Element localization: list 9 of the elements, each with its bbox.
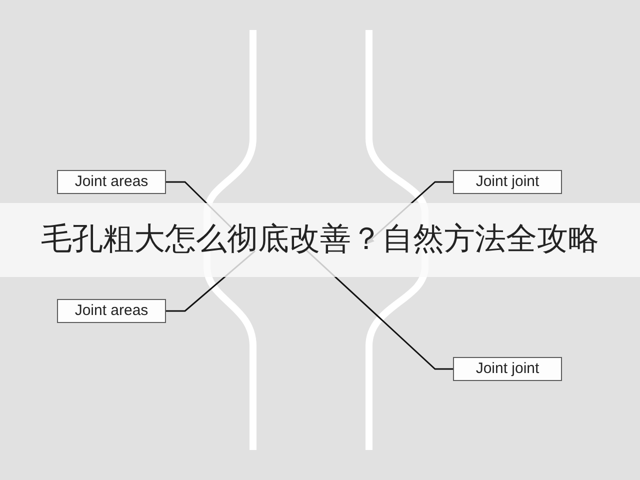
label-box xyxy=(57,299,166,323)
label-box xyxy=(453,357,562,381)
part-label: Joint joint xyxy=(476,360,540,378)
part-label: Joint joint xyxy=(476,174,540,190)
label-box xyxy=(453,170,562,194)
part-label: Joint areas xyxy=(74,302,148,320)
label-box xyxy=(57,170,166,194)
part-label: Joint areas xyxy=(74,174,148,190)
title-text: 毛孔粗大怎么彻底改善？自然方法全攻略 xyxy=(41,221,599,259)
